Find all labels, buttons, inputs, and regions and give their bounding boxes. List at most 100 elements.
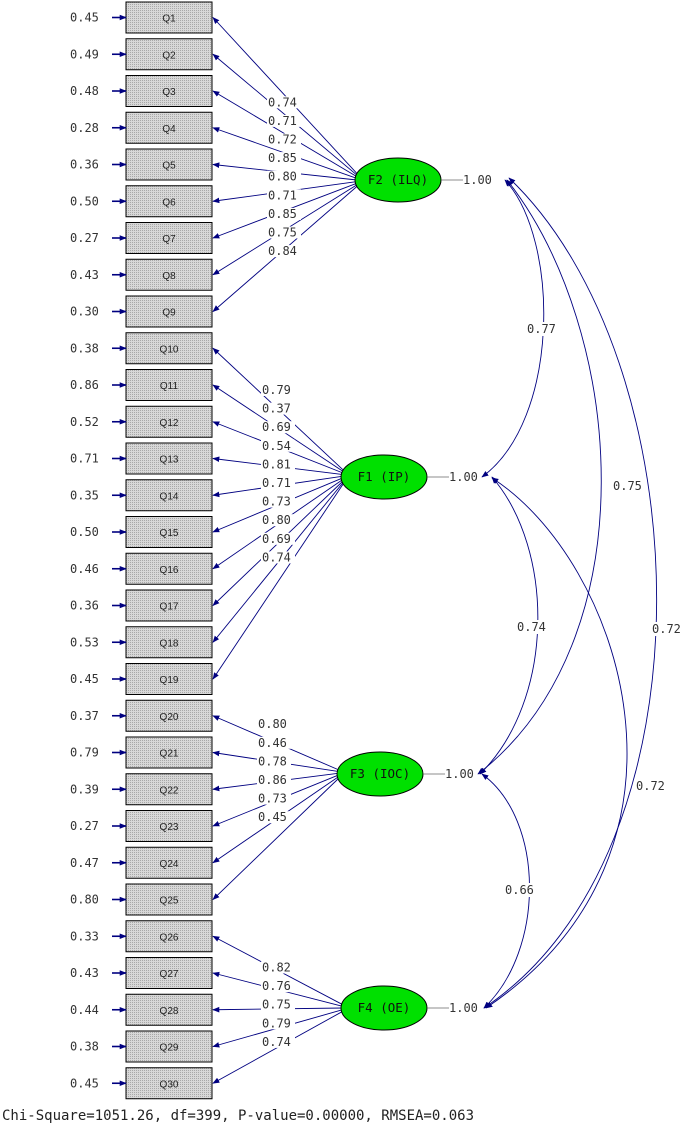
indicator-label: Q3 (162, 87, 176, 98)
error-variance-label: 0.50 (70, 194, 99, 208)
loading-label-bg (257, 792, 291, 805)
error-variance-label: 0.33 (70, 929, 99, 943)
indicator-label: Q27 (160, 969, 179, 980)
loading-label-bg (261, 551, 295, 564)
error-variance-label: 0.47 (70, 856, 99, 870)
factor-variance-label: 1.00 (449, 470, 478, 484)
indicator-label: Q4 (162, 124, 176, 135)
indicator-box (125, 111, 213, 144)
correlation-label: 0.74 (517, 620, 546, 634)
indicator-box (125, 405, 213, 438)
loading-label-bg (261, 514, 295, 527)
error-variance-label: 0.53 (70, 635, 99, 649)
indicator-label: Q13 (160, 455, 179, 466)
indicator-box (125, 883, 213, 916)
error-variance-label: 0.27 (70, 819, 99, 833)
error-variance-label: 0.28 (70, 121, 99, 135)
loading-label-bg (267, 96, 301, 109)
error-variance-label: 0.80 (70, 893, 99, 907)
loading-label: 0.79 (262, 383, 291, 397)
loading-arrow (212, 777, 340, 900)
indicator-label: Q29 (160, 1043, 179, 1054)
factor-label: F3 (IOC) (350, 766, 410, 781)
correlation-label-bg (503, 883, 539, 897)
factor-f4: F4 (OE)1.00 (340, 985, 478, 1031)
indicator-box (125, 663, 213, 695)
error-variance-label: 0.38 (70, 341, 99, 355)
correlation-label: 0.72 (636, 779, 665, 793)
indicator-box (125, 736, 213, 769)
indicator-box (125, 222, 213, 254)
error-variance-label: 0.43 (70, 268, 99, 282)
correlation-arrow-f1-f4 (485, 477, 628, 1009)
indicator-label: Q18 (160, 638, 179, 649)
loading-label-bg (267, 226, 301, 239)
indicator-q8: Q80.43 (70, 258, 213, 291)
indicator-q29: Q29 0.38 (70, 1030, 213, 1063)
factor-f1: F1 (IP)1.00 (340, 454, 478, 500)
indicator-box (125, 810, 213, 842)
error-variance-label: 0.43 (70, 966, 99, 980)
indicator-box (125, 295, 213, 328)
fit-statistics: Chi-Square=1051.26, df=399, P-value=0.00… (2, 1108, 474, 1124)
loading-label-bg (267, 170, 301, 183)
loading-label: 0.81 (262, 457, 291, 471)
error-variance-label: 0.38 (70, 1040, 99, 1054)
loading-label-bg (261, 1017, 295, 1030)
indicator-label: Q11 (160, 381, 179, 392)
error-variance-label: 0.37 (70, 709, 99, 723)
loading-label: 0.82 (262, 961, 291, 975)
indicator-q6: Q6 0.50 (70, 185, 213, 218)
loading-label-bg (257, 736, 291, 749)
loading-label: 0.80 (262, 513, 291, 527)
correlation-label-bg (650, 622, 685, 636)
indicator-box (125, 38, 213, 71)
correlation-label: 0.66 (505, 883, 534, 897)
loading-label-bg (257, 811, 291, 824)
loading-label: 0.72 (268, 133, 297, 147)
indicator-label: Q9 (162, 308, 176, 319)
loading-label-bg (257, 774, 291, 786)
loading-label: 0.85 (268, 151, 297, 165)
indicator-box (125, 552, 213, 585)
indicator-label: Q6 (162, 197, 176, 208)
loading-label-bg (261, 439, 295, 452)
error-variance-label: 0.45 (70, 672, 99, 686)
indicator-q5: Q50.36 (70, 148, 213, 181)
error-variance-label: 0.44 (70, 1003, 99, 1017)
correlation-label-bg (611, 479, 647, 493)
indicator-box (125, 699, 213, 732)
indicator-label: Q10 (160, 344, 179, 355)
loading-label: 0.71 (262, 476, 291, 490)
loading-label-bg (261, 477, 295, 489)
indicator-label: Q16 (160, 565, 179, 576)
indicator-label: Q15 (160, 528, 179, 539)
loading-label: 0.76 (262, 979, 291, 993)
factor-variance-label: 1.00 (463, 173, 492, 187)
error-variance-label: 0.45 (70, 1076, 99, 1090)
loading-label: 0.46 (258, 736, 287, 750)
loading-label: 0.80 (258, 717, 287, 731)
factor-label: F4 (OE) (358, 1000, 411, 1015)
error-variance-label: 0.27 (70, 231, 99, 245)
error-variance-label: 0.52 (70, 415, 99, 429)
loading-label-bg (261, 532, 295, 545)
indicator-box (125, 185, 213, 218)
correlation-label-bg (525, 322, 561, 336)
loading-arrow (212, 53, 358, 176)
